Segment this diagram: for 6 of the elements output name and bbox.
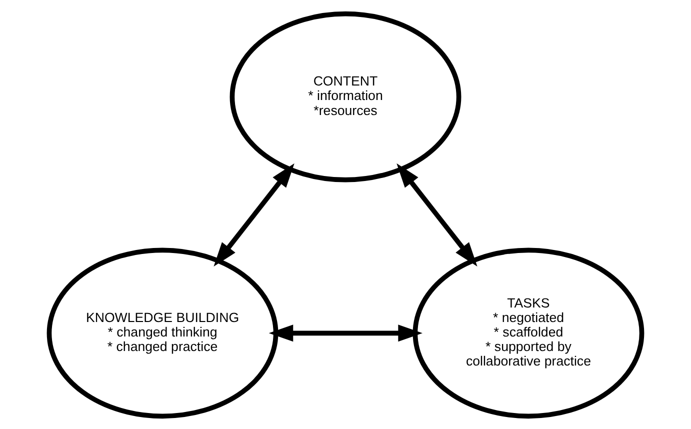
arrow	[268, 324, 422, 342]
node-ellipse: TASKS * negotiated * scaffolded * supported by collaborative practice	[412, 247, 644, 418]
arrow	[214, 162, 294, 266]
node-ellipse: KNOWLEDGE BUILDING * changed thinking * changed practice	[46, 247, 278, 418]
node-ellipse: CONTENT * information *resources	[230, 10, 462, 182]
arrow	[396, 162, 478, 266]
